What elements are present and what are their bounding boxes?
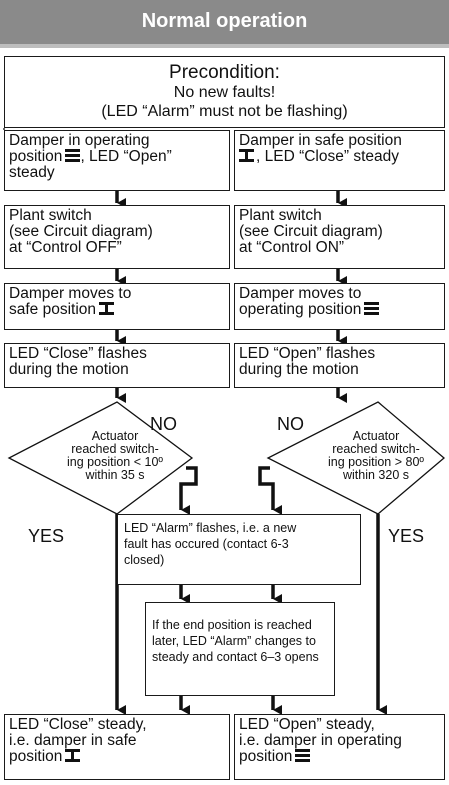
precondition-box: Precondition: No new faults! (LED “Alarm… bbox=[4, 56, 445, 128]
left-move-line2: safe position bbox=[9, 302, 225, 318]
alarm-line2: fault has occured (contact 6-3 bbox=[124, 537, 289, 551]
header-divider bbox=[0, 44, 449, 48]
precondition-title: Precondition: bbox=[169, 62, 280, 83]
left-led-line2: during the motion bbox=[9, 361, 129, 378]
left-end-line3: position bbox=[9, 749, 225, 765]
left-switch-line2: (see Circuit diagram) bbox=[9, 223, 153, 240]
left-switch-line3: at “Control OFF” bbox=[9, 239, 122, 256]
right-yes-label: YES bbox=[388, 526, 425, 546]
right-switch-line3: at “Control ON” bbox=[239, 239, 345, 256]
decision-diamond-right bbox=[266, 401, 446, 515]
alarm-line1: LED “Alarm” flashes, i.e. a new bbox=[124, 521, 297, 535]
right-switch-line1: Plant switch bbox=[239, 207, 322, 224]
left-no-label: NO bbox=[150, 414, 177, 434]
left-move-box: Damper moves to safe position bbox=[4, 283, 230, 330]
alarm-box: LED “Alarm” flashes, i.e. a new fault ha… bbox=[117, 514, 361, 585]
left-move-line1: Damper moves to bbox=[9, 285, 132, 302]
right-end-line2: i.e. damper in operating bbox=[239, 732, 402, 749]
right-switch-line2: (see Circuit diagram) bbox=[239, 223, 383, 240]
precondition-line1: No new faults! bbox=[173, 84, 276, 101]
right-decision-text: Actuator reached switch- ing position > … bbox=[328, 429, 424, 482]
left-led-box: LED “Close” flashes during the motion bbox=[4, 343, 230, 388]
alarm-line3: closed) bbox=[124, 553, 165, 567]
right-move-line2: operating position bbox=[239, 302, 440, 318]
arrow-right-no bbox=[258, 466, 282, 515]
right-led-line2: during the motion bbox=[239, 361, 359, 378]
right-state-line1: Damper in safe position bbox=[239, 132, 402, 149]
operating-position-icon bbox=[65, 149, 81, 162]
safe-position-icon bbox=[99, 302, 115, 315]
safe-position-icon bbox=[65, 749, 81, 762]
right-end-line1: LED “Open” steady, bbox=[239, 716, 375, 733]
page-title: Normal operation bbox=[0, 0, 449, 44]
right-state-box: Damper in safe position , LED “Close” st… bbox=[234, 130, 445, 191]
left-end-box: LED “Close” steady, i.e. damper in safe … bbox=[4, 714, 230, 780]
left-yes-label: YES bbox=[28, 526, 65, 546]
right-led-box: LED “Open” flashes during the motion bbox=[234, 343, 445, 388]
right-end-line3: position bbox=[239, 749, 440, 765]
later-line3: steady and contact 6–3 opens bbox=[152, 650, 319, 664]
right-move-box: Damper moves to operating position bbox=[234, 283, 445, 330]
right-switch-box: Plant switch (see Circuit diagram) at “C… bbox=[234, 205, 445, 269]
right-end-box: LED “Open” steady, i.e. damper in operat… bbox=[234, 714, 445, 780]
arrow-left-no bbox=[179, 466, 198, 515]
safe-position-icon bbox=[239, 149, 254, 162]
left-end-line2: i.e. damper in safe bbox=[9, 732, 137, 749]
left-state-box: Damper in operating position, LED “Open”… bbox=[4, 130, 230, 191]
left-end-line1: LED “Close” steady, bbox=[9, 716, 147, 733]
operating-position-icon bbox=[295, 749, 311, 762]
left-led-line1: LED “Close” flashes bbox=[9, 345, 147, 362]
later-line2: later, LED “Alarm” changes to bbox=[152, 634, 316, 648]
left-state-line2: position, LED “Open” bbox=[9, 148, 172, 165]
right-led-line1: LED “Open” flashes bbox=[239, 345, 376, 362]
left-state-line3: steady bbox=[9, 164, 55, 181]
left-switch-line1: Plant switch bbox=[9, 207, 92, 224]
left-decision-text: Actuator reached switch- ing position < … bbox=[67, 429, 163, 482]
right-move-line1: Damper moves to bbox=[239, 285, 362, 302]
left-state-line1: Damper in operating bbox=[9, 132, 150, 149]
left-switch-box: Plant switch (see Circuit diagram) at “C… bbox=[4, 205, 230, 269]
later-box: If the end position is reached later, LE… bbox=[145, 602, 335, 696]
precondition-line2: (LED “Alarm” must not be flashing) bbox=[101, 103, 348, 120]
operating-position-icon bbox=[364, 302, 380, 315]
right-no-label: NO bbox=[277, 414, 304, 434]
right-state-line2: , LED “Close” steady bbox=[239, 149, 440, 165]
later-line1: If the end position is reached bbox=[152, 618, 312, 632]
